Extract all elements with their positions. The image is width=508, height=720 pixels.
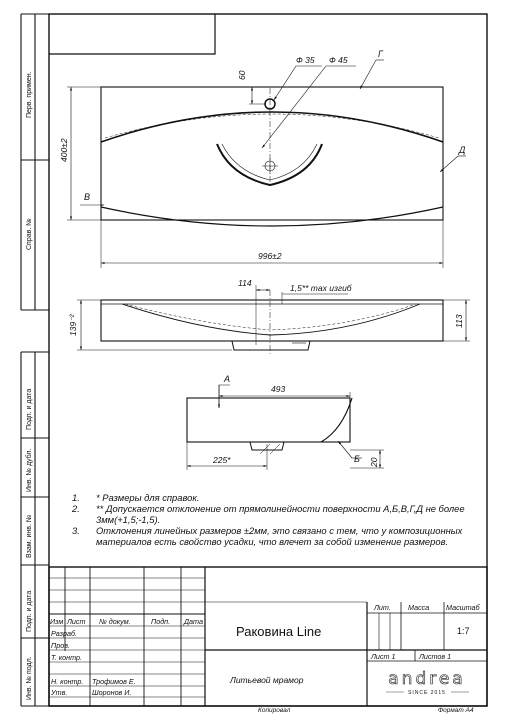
label-inv-podl: Инв. № подл.: [26, 656, 33, 700]
label-inv-dubl: Инв. № дубл.: [25, 449, 33, 492]
dim-width: 996±2: [258, 251, 282, 261]
letter-a: А: [223, 374, 230, 384]
letter-b: Б: [354, 454, 360, 464]
label-perv-primen: Перв. примен.: [26, 71, 33, 118]
footer-copied: Копировал: [258, 707, 291, 714]
sheet-label: Лист 1: [370, 652, 396, 661]
note-item: 1. * Размеры для справок.: [72, 492, 200, 503]
letter-g: Г: [378, 49, 384, 59]
front-view: [77, 285, 470, 355]
material: Литьевой мрамор: [229, 675, 304, 685]
dim-drain: 225*: [212, 455, 231, 465]
row-prov: Пров.: [51, 641, 70, 650]
svg-text:SINCE 2015: SINCE 2015: [408, 690, 446, 696]
hdr-massa: Масса: [408, 603, 429, 612]
col-podp: Подп.: [151, 617, 170, 626]
note-item: 3. Отклонения линейных размеров ±2мм, эт…: [72, 525, 463, 547]
hdr-masshtab: Масштаб: [446, 603, 481, 612]
side-strips: [20, 13, 49, 707]
dim-right-height: 113: [454, 314, 464, 328]
footer-format: Формат А4: [438, 707, 474, 714]
label-podp-data-2: Подп. и дата: [26, 591, 33, 632]
dim-hole-height: 60: [237, 70, 247, 80]
dim-left-height: 139⁻²: [68, 313, 78, 336]
row-tkontr: Т. контр.: [51, 653, 82, 662]
row-razrab: Разраб.: [51, 629, 77, 638]
dim-offset: 114: [238, 278, 252, 288]
dim-bend: 1,5** max изгиб: [290, 283, 353, 293]
letter-d: Д: [458, 145, 466, 155]
name-utv: Шоронов И.: [92, 688, 131, 697]
note-item: 2. ** Допускается отклонение от прямолин…: [72, 503, 465, 525]
scale-value: 1:7: [457, 626, 470, 636]
row-utv: Утв.: [50, 688, 67, 697]
side-view: [186, 384, 384, 470]
dim-bowl-dia: Ф 45: [329, 55, 348, 65]
notes-block: 1. * Размеры для справок. 2. ** Допускае…: [72, 492, 472, 547]
top-view: [67, 59, 466, 268]
hdr-lit: Лит.: [373, 603, 391, 612]
dim-depth: 400±2: [59, 138, 69, 162]
dim-thickness: 20: [369, 457, 379, 468]
label-sprav-no: Справ. №: [26, 218, 33, 250]
top-stamp-box: [49, 14, 216, 55]
col-list: Лист: [66, 617, 86, 626]
andrea-logo: andrea SINCE 2015: [386, 669, 469, 696]
letter-v: В: [84, 192, 90, 202]
svg-text:andrea: andrea: [388, 669, 465, 689]
col-izm: Изм: [50, 617, 63, 626]
product-name: Раковина Line: [236, 624, 321, 639]
title-block: [48, 566, 488, 707]
row-nkontr: Н. контр.: [51, 677, 83, 686]
sheets-label: Листов 1: [418, 652, 451, 661]
label-podp-data-1: Подп. и дата: [26, 389, 33, 430]
dim-length: 493: [271, 384, 285, 394]
dim-hole-dia: Ф 35: [296, 55, 315, 65]
label-vzam-inv: Взам. инв. №: [26, 515, 33, 558]
col-dokum: № докум.: [99, 617, 131, 626]
col-data: Дата: [183, 617, 203, 626]
name-nkontr: Трофимов Е.: [92, 677, 136, 686]
